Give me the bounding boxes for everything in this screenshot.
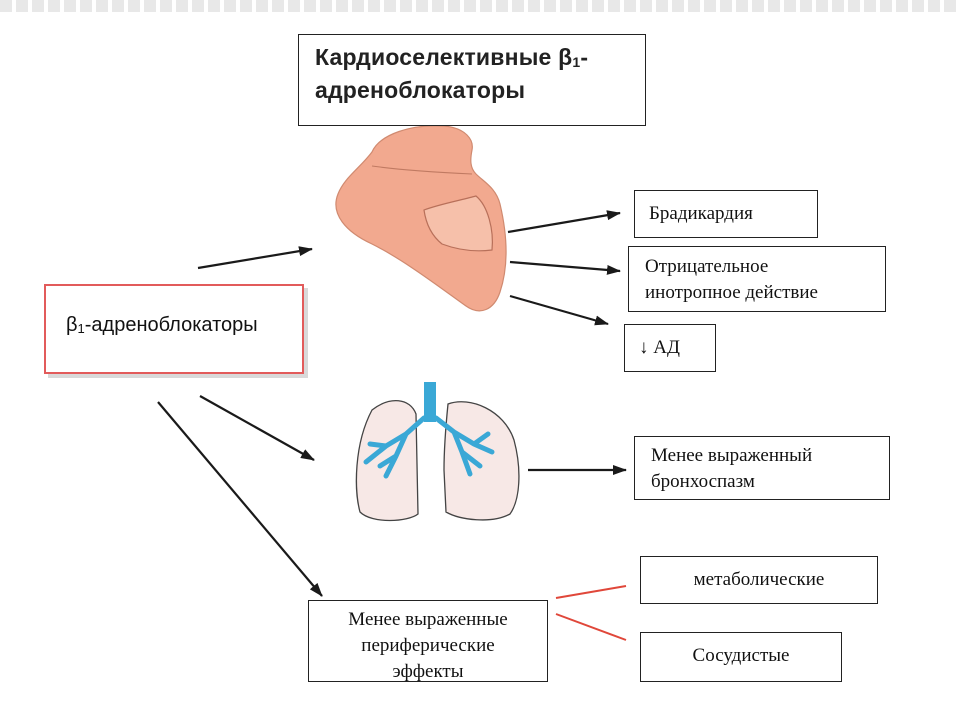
heart-icon [335,125,507,312]
title-line1: Кардиоселективные β [315,44,573,70]
bronchospasm-line2: бронхоспазм [651,471,755,492]
left-suffix: -адреноблокаторы [84,314,258,336]
arrows [157,210,627,597]
arrow-to-brady [507,210,621,234]
title-dash: - [580,44,589,70]
arrow-to-ino [509,260,621,275]
title-box: Кардиоселективные β1- адреноблокаторы [298,34,646,126]
arrow-to-heart [197,246,313,270]
periph-line1: Менее выраженные [348,609,508,630]
peripheral-effects-box: Менее выраженные периферические эффекты [308,600,548,682]
beta1-blockers-box: β1-адреноблокаторы [44,284,304,374]
inotropic-box: Отрицательное инотропное действие [628,246,886,312]
periph-line2: периферические [361,635,495,656]
inotropic-line2: инотропное действие [645,282,818,303]
vascular-label: Сосудистые [692,645,790,666]
left-prefix: β [66,314,78,336]
connector-metab [555,585,627,599]
title-subscript: 1 [572,54,581,70]
arrow-to-lungs [199,395,315,461]
bronchospasm-line1: Менее выраженный [651,445,813,466]
blood-pressure-box: ↓ АД [624,324,716,372]
arrow-to-periph [157,401,323,597]
periph-line3: эффекты [392,661,464,682]
top-decor-strip [0,0,960,12]
lungs-icon [355,382,520,522]
arrow-to-ad [509,294,609,326]
inotropic-line1: Отрицательное [645,256,769,277]
metabolic-box: метаболические [640,556,878,604]
blood-pressure-label: ↓ АД [639,337,680,358]
bradycardia-label: Брадикардия [649,203,753,224]
vascular-box: Сосудистые [640,632,842,682]
connector-vasc [555,613,627,641]
bronchospasm-box: Менее выраженный бронхоспазм [634,436,890,500]
red-connectors [555,585,627,641]
bradycardia-box: Брадикардия [634,190,818,238]
left-subscript: 1 [77,321,85,336]
title-line2: адреноблокаторы [315,77,526,103]
metabolic-label: метаболические [693,569,825,590]
